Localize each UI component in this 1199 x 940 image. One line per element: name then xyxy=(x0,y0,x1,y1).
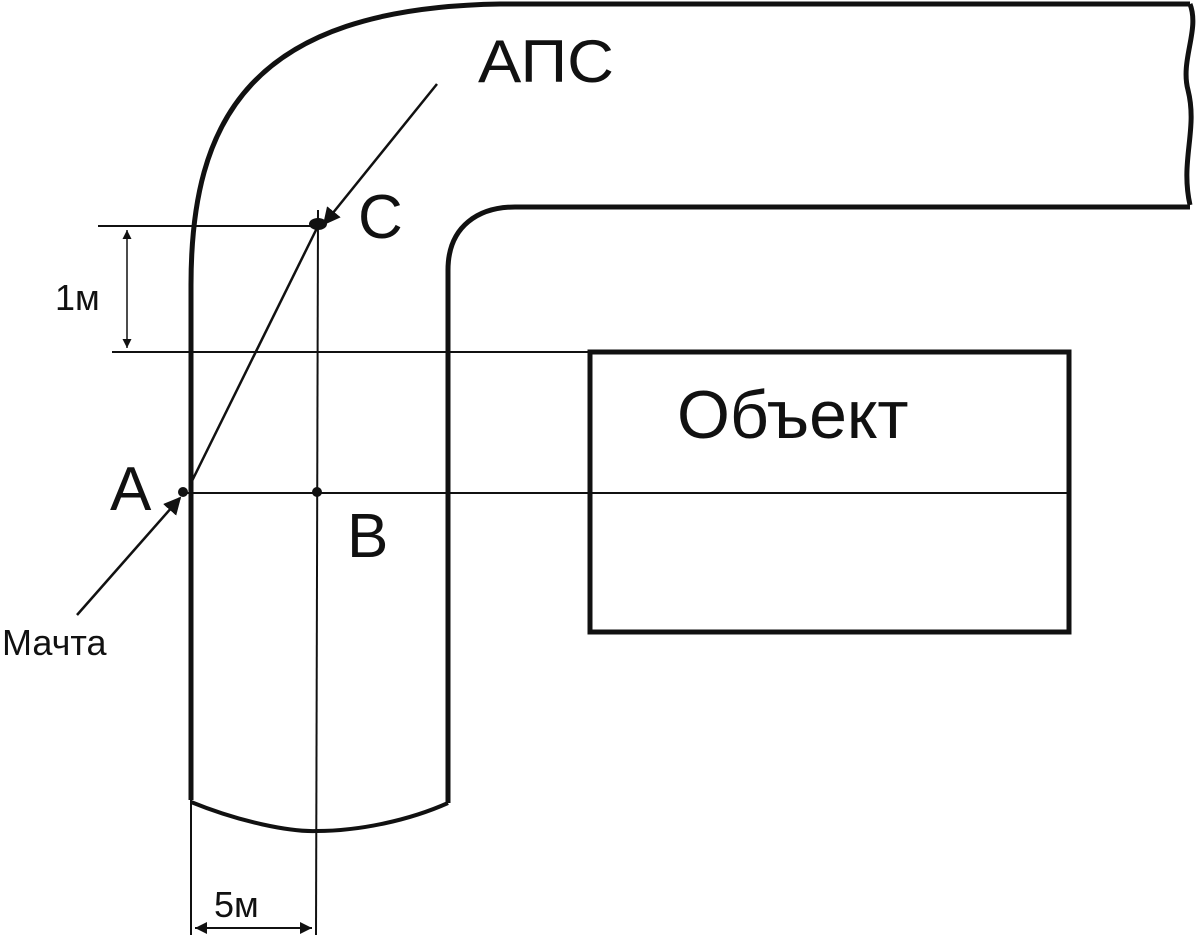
apc-pointer-arrow xyxy=(322,83,438,226)
road-inner-edge xyxy=(445,204,1190,803)
mast-pointer-arrow xyxy=(76,496,182,616)
label-point-c: C xyxy=(358,183,403,252)
line-cb-vertical xyxy=(315,209,319,936)
label-mast: Мачта xyxy=(2,622,107,663)
point-a-marker xyxy=(178,487,188,497)
label-dim-width: 5м xyxy=(214,884,259,925)
line-ac xyxy=(188,225,320,486)
road-break-line xyxy=(1183,3,1196,206)
label-point-b: B xyxy=(347,502,388,571)
label-object: Объект xyxy=(677,377,909,453)
road-bottom-break xyxy=(190,800,449,834)
point-c-marker xyxy=(309,218,327,230)
label-point-a: A xyxy=(110,455,152,524)
road-outer-edge xyxy=(188,1,1190,800)
label-dim-height: 1м xyxy=(55,277,100,318)
point-b-marker xyxy=(312,487,322,497)
label-apc: АПС xyxy=(478,28,614,95)
